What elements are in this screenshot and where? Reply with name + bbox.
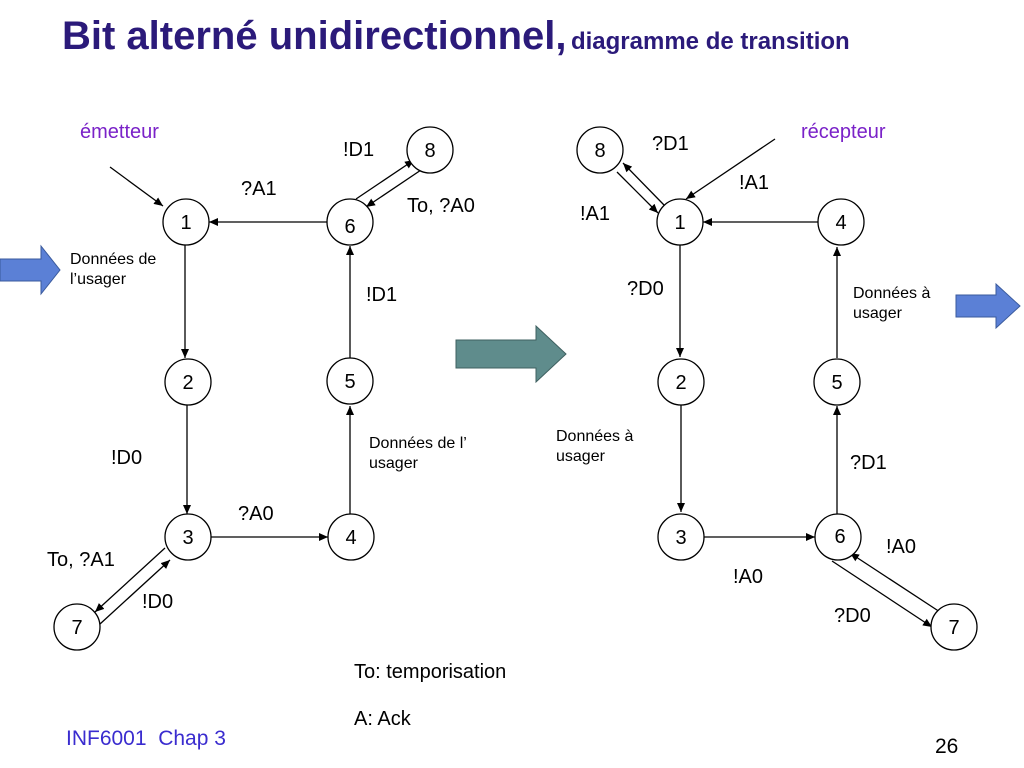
receiver-node-5 bbox=[813, 358, 861, 406]
receiver-node-1 bbox=[656, 198, 704, 246]
receiver-node-4 bbox=[817, 198, 865, 246]
receiver-edge-6-7 bbox=[831, 560, 933, 628]
receiver-edge-1-8 bbox=[622, 162, 665, 206]
receiver-edge-8-1 bbox=[616, 171, 659, 214]
page-title: Bit alterné unidirectionnel, diagramme d… bbox=[62, 14, 850, 59]
sender-label-3-7: To, ?A1 bbox=[47, 549, 115, 571]
receiver-edges bbox=[616, 138, 941, 628]
sender-edge-8-6 bbox=[365, 167, 425, 208]
sender-label-7-3: !D0 bbox=[142, 591, 174, 613]
sender-node-1 bbox=[162, 198, 210, 246]
receiver-label-1-2: ?D0 bbox=[627, 278, 664, 300]
sender-edges bbox=[94, 159, 425, 625]
receiver-label-6-5: ?D1 bbox=[850, 452, 887, 474]
receiver-edge-7-6 bbox=[849, 552, 941, 613]
sender-node-label-3: 3 bbox=[182, 527, 193, 549]
receiver-data-label: Données à usager bbox=[556, 428, 634, 465]
sender-input-label: Données de l’usager bbox=[70, 251, 157, 288]
receiver-node-label-8: 8 bbox=[594, 140, 605, 162]
receiver-label-6-7: ?D0 bbox=[834, 605, 871, 627]
sender-label-6-1: ?A1 bbox=[241, 178, 277, 200]
sender-node-label-8: 8 bbox=[424, 140, 435, 162]
sender-node-labels: 1 2 3 4 5 6 7 8 bbox=[71, 140, 435, 639]
receiver-role-label: récepteur bbox=[801, 121, 886, 143]
receiver-node-6 bbox=[814, 513, 862, 561]
sender-node-5 bbox=[326, 357, 374, 405]
sender-node-6 bbox=[326, 198, 374, 246]
receiver-nodes bbox=[576, 126, 978, 651]
receiver-node-7 bbox=[930, 603, 978, 651]
page-number: 26 bbox=[935, 735, 959, 758]
sender-label-3-4: ?A0 bbox=[238, 503, 274, 525]
sender-node-3 bbox=[164, 513, 212, 561]
sender-label-6-8: !D1 bbox=[343, 139, 375, 161]
sender-node-8 bbox=[406, 126, 454, 174]
receiver-node-label-2: 2 bbox=[675, 372, 686, 394]
receiver-node-label-6: 6 bbox=[834, 526, 845, 548]
sender-node-2 bbox=[164, 358, 212, 406]
footer-course: INF6001 Chap 3 bbox=[66, 727, 226, 750]
sender-node-label-2: 2 bbox=[182, 372, 193, 394]
receiver-node-labels: 1 2 3 4 5 6 7 8 bbox=[594, 140, 959, 639]
sender-node-label-1: 1 bbox=[180, 212, 191, 234]
receiver-node-label-1: 1 bbox=[674, 212, 685, 234]
receiver-label-8-1: !A1 bbox=[580, 203, 611, 225]
sender-label-5-6: !D1 bbox=[366, 284, 398, 306]
sender-edge-6-8 bbox=[355, 159, 415, 200]
sender-edge-7-3 bbox=[99, 559, 171, 625]
sender-label-2-3: !D0 bbox=[111, 447, 143, 469]
sender-node-label-4: 4 bbox=[345, 527, 356, 549]
receiver-node-label-4: 4 bbox=[835, 212, 846, 234]
receiver-label-7-6: !A0 bbox=[886, 536, 917, 558]
receiver-entry-arrow bbox=[685, 138, 776, 200]
sender-edge-3-7 bbox=[94, 547, 166, 613]
receiver-node-3 bbox=[657, 513, 705, 561]
receiver-label-3-6: !A0 bbox=[733, 566, 764, 588]
title-main: Bit alterné unidirectionnel, bbox=[62, 14, 567, 58]
input-arrow-icon bbox=[0, 244, 61, 296]
sender-label-8-6: To, ?A0 bbox=[407, 195, 475, 217]
receiver-node-label-5: 5 bbox=[831, 372, 842, 394]
receiver-node-8 bbox=[576, 126, 624, 174]
title-subtitle: diagramme de transition bbox=[570, 28, 850, 55]
sender-node-label-7: 7 bbox=[71, 617, 82, 639]
receiver-label-entry: !A1 bbox=[739, 172, 770, 194]
legend-timeout: To: temporisation bbox=[354, 661, 507, 683]
legend-ack: A: Ack bbox=[354, 708, 411, 730]
sender-nodes bbox=[53, 126, 454, 651]
sender-node-7 bbox=[53, 603, 101, 651]
receiver-node-label-7: 7 bbox=[948, 617, 959, 639]
receiver-label-1-8: ?D1 bbox=[652, 133, 689, 155]
sender-node-label-5: 5 bbox=[344, 371, 355, 393]
sender-entry-arrow bbox=[109, 166, 164, 207]
sender-node-label-6: 6 bbox=[344, 216, 355, 238]
sender-node-4 bbox=[327, 513, 375, 561]
transfer-arrow-icon bbox=[455, 324, 567, 384]
sender-role-label: émetteur bbox=[80, 121, 159, 143]
receiver-node-label-3: 3 bbox=[675, 527, 686, 549]
receiver-node-2 bbox=[657, 358, 705, 406]
output-arrow-icon bbox=[955, 282, 1021, 330]
receiver-output-label: Données à usager bbox=[853, 285, 931, 322]
sender-data-label: Données de l’ usager bbox=[369, 435, 467, 472]
